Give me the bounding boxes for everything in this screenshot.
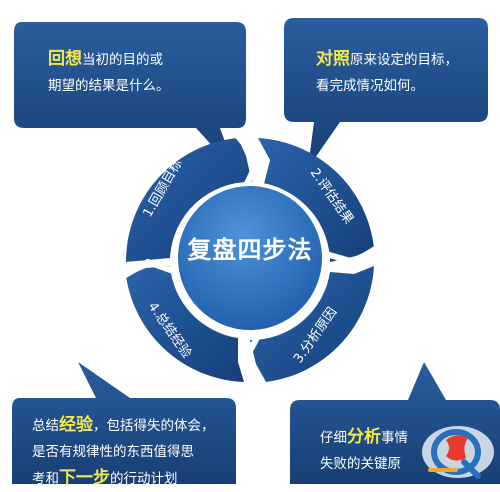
card-top-left-highlight: 回想 (48, 49, 82, 69)
card-bottom-left-line-3-pre: 考和 (32, 471, 59, 487)
card-bottom-left-highlight-1: 经验 (59, 415, 93, 435)
card-bottom-left-line-3: 考和下一步的行动计划 (32, 465, 232, 492)
card-bottom-left-shape (12, 362, 236, 484)
card-bottom-left-line-2: 是否有规律性的东西值得思 (32, 444, 194, 460)
card-top-right-line-1: 对照原来设定的目标， (316, 46, 458, 73)
card-bottom-left-line-1: 总结经验，包括得失的体会， (32, 412, 232, 439)
card-top-right-line-1-rest: 原来设定的目标， (350, 52, 458, 68)
card-bottom-right-line-1-pre: 仔细 (320, 430, 347, 446)
card-bottom-right-text: 仔细分析事情 失败的关键原 (320, 424, 408, 477)
card-bottom-right-highlight: 分析 (347, 427, 381, 447)
ring-segment-2 (258, 138, 374, 262)
card-top-right-shape (284, 18, 488, 168)
card-bottom-right-line-2: 失败的关键原 (320, 456, 401, 472)
card-bottom-left-line-3-post: 的行动计划 (110, 471, 178, 487)
card-top-left-line-2: 期望的结果是什么。 (48, 78, 170, 94)
card-bottom-right-line-1: 仔细分析事情 (320, 424, 408, 451)
ring-segment-1 (125, 138, 252, 262)
card-top-left-shape (14, 22, 246, 172)
card-top-right-text: 对照原来设定的目标， 看完成情况如何。 (316, 46, 458, 99)
card-bottom-left-line-1-post: ，包括得失的体会， (93, 418, 215, 434)
card-top-right-highlight: 对照 (316, 49, 350, 69)
card-top-left-line-1: 回想当初的目的或 (48, 46, 170, 73)
center-disc (174, 182, 326, 334)
card-bottom-left-highlight-2: 下一步 (59, 468, 110, 488)
ring-segment-4 (126, 266, 244, 382)
ring-separators (118, 132, 382, 390)
card-top-right-line-2: 看完成情况如何。 (316, 78, 424, 94)
card-top-left-line-1-rest: 当初的目的或 (82, 52, 163, 68)
ring-segment-3 (250, 266, 374, 382)
watermark-logo-icon (422, 426, 494, 479)
center-title: 复盘四步法 (187, 236, 313, 264)
card-top-left-text: 回想当初的目的或 期望的结果是什么。 (48, 46, 170, 99)
cycle-ring (125, 138, 374, 382)
card-bottom-left-text: 总结经验，包括得失的体会， 是否有规律性的东西值得思 考和下一步的行动计划 (32, 412, 232, 492)
card-bottom-right-line-1-post: 事情 (381, 430, 408, 446)
card-bottom-left-line-1-pre: 总结 (32, 418, 59, 434)
